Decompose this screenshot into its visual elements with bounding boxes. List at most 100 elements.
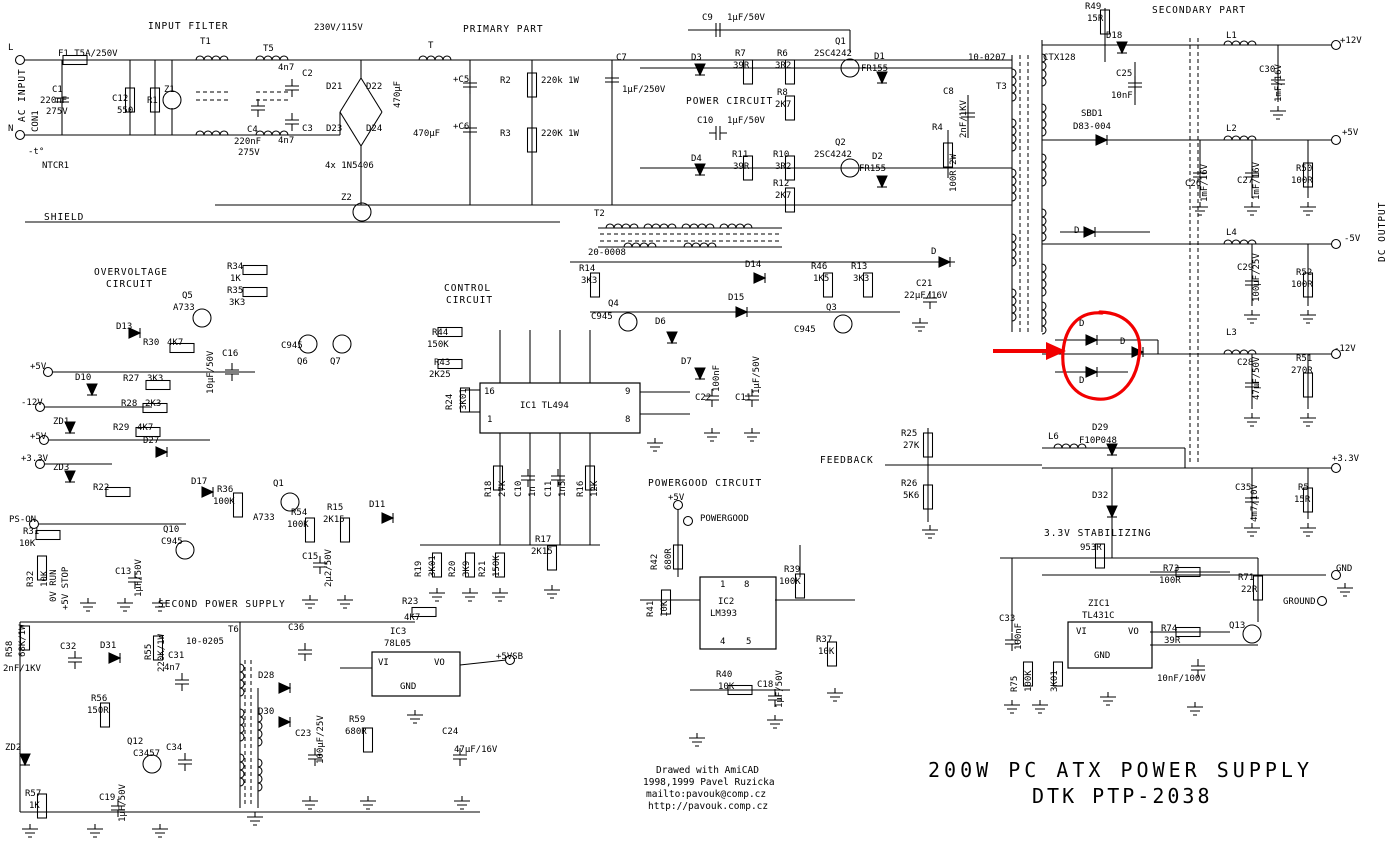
label-680r: 680R — [345, 727, 367, 737]
label-22-f-16v: 22µF/16V — [904, 291, 948, 301]
label-c11: C11 — [735, 393, 752, 403]
label-+c5: +C5 — [453, 75, 470, 85]
label-+5v: +5V — [30, 432, 47, 442]
label-t6: T6 — [228, 625, 239, 635]
label-input-filter: INPUT FILTER — [148, 21, 229, 32]
label-con1: CON1 — [31, 110, 41, 132]
label-zd3: ZD3 — [53, 463, 70, 473]
label-zd2: ZD2 — [5, 743, 22, 753]
ic-boxes-layer — [371, 382, 1153, 697]
label-15r: 15R — [1294, 495, 1311, 505]
label-d3: D3 — [691, 53, 702, 63]
label-r46: R46 — [811, 262, 828, 272]
label-r56: R56 — [91, 694, 108, 704]
label-r51: R51 — [1296, 354, 1313, 364]
label-3r2: 3R2 — [775, 61, 792, 71]
schematic-title-line2: DTK PTP-2038 — [1032, 784, 1213, 808]
label-r13: R13 — [851, 262, 868, 272]
label-d83-004: D83-004 — [1073, 122, 1111, 132]
label-control: CONTROL — [444, 283, 492, 294]
label-100k: 100K — [287, 520, 309, 530]
label-q13: Q13 — [1229, 621, 1246, 631]
label-t2: T2 — [594, 209, 605, 219]
label-8: 8 — [744, 580, 750, 590]
label-c945: C945 — [281, 341, 303, 351]
label-3k01: 3K01 — [428, 555, 438, 577]
label-r42: R42 — [650, 553, 660, 570]
label-c945: C945 — [161, 537, 183, 547]
label-1k: 1K — [230, 274, 241, 284]
label-100k: 100K — [1024, 670, 1034, 692]
label-953r: 953R — [1080, 543, 1102, 553]
label-4n7: 4n7 — [164, 663, 181, 673]
label-c18: C18 — [757, 680, 774, 690]
label-d: D — [1120, 337, 1126, 347]
label-100k: 100K — [779, 577, 801, 587]
label-1n5: 1n5 — [558, 480, 568, 497]
label-d28: D28 — [258, 671, 275, 681]
label-10k: 10K — [718, 682, 735, 692]
label-c15: C15 — [302, 552, 319, 562]
label-1-f-50v: 1µF/50V — [775, 670, 785, 708]
label-1-f-50v: 1µF/50V — [118, 784, 128, 822]
label-lm393: LM393 — [710, 609, 738, 619]
schematic-title-line1: 200W PC ATX POWER SUPPLY — [928, 758, 1313, 782]
label-r1: R1 — [147, 96, 158, 106]
label-ic3: IC3 — [390, 627, 407, 637]
label-1-f-50v: 1µF/50V — [727, 116, 765, 126]
label-550: 550 — [117, 106, 134, 116]
label-circuit: CIRCUIT — [446, 295, 494, 306]
label-fr155: FR155 — [859, 164, 887, 174]
label-d: D — [931, 247, 937, 257]
label-r2: R2 — [500, 76, 511, 86]
label-r4: R4 — [932, 123, 943, 133]
label-12k: 12K — [590, 480, 600, 497]
label-+3.3v: +3.3V — [1332, 454, 1360, 464]
label-d29: D29 — [1092, 423, 1109, 433]
label-c3: C3 — [302, 124, 313, 134]
label-5k6: 5K6 — [903, 491, 920, 501]
label-275v: 275V — [46, 107, 68, 117]
label-r49: R49 — [1085, 2, 1102, 12]
label-powergood: POWERGOOD — [700, 514, 749, 524]
label-r16: R16 — [576, 480, 586, 497]
label-r3: R3 — [500, 129, 511, 139]
label-8: 8 — [625, 415, 631, 425]
label-1n: 1n — [528, 486, 538, 497]
label-3k3: 3K3 — [229, 298, 246, 308]
label-l6: L6 — [1048, 432, 1059, 442]
label-10k: 10K — [19, 539, 36, 549]
label-c9: C9 — [702, 13, 713, 23]
label-220nf: 220nF — [234, 137, 262, 147]
label-c35: C35 — [1235, 483, 1252, 493]
label-r24: R24 — [445, 393, 455, 410]
label-primary-part: PRIMARY PART — [463, 24, 544, 35]
label-+5v: +5V — [668, 493, 685, 503]
label-r73: R73 — [1163, 564, 1180, 574]
label-r15: R15 — [327, 503, 344, 513]
label-d30: D30 — [258, 707, 275, 717]
label-1-f-250v: 1µF/250V — [622, 85, 666, 95]
label-2k15: 2K15 — [531, 547, 553, 557]
label-+5vsb: +5VSB — [496, 652, 524, 662]
label-a733: A733 — [173, 303, 195, 313]
label-20-0008: 20-0008 — [588, 248, 626, 258]
label-r12: R12 — [773, 179, 790, 189]
label-4x-1n5406: 4x 1N5406 — [325, 161, 374, 171]
label-r26: R26 — [901, 479, 918, 489]
label-c21: C21 — [916, 279, 933, 289]
label-d7: D7 — [681, 357, 692, 367]
label-gnd: GND — [1094, 651, 1111, 661]
label-680r: 680R — [664, 548, 674, 570]
label-r11: R11 — [732, 150, 749, 160]
label-r5: R5 — [1298, 483, 1309, 493]
label-ic1-tl494: IC1 TL494 — [520, 401, 569, 411]
label-r44: R44 — [432, 328, 449, 338]
label-r36: R36 — [217, 485, 234, 495]
label-275v: 275V — [238, 148, 260, 158]
label-2k7: 2K7 — [775, 100, 792, 110]
label-2k25: 2K25 — [429, 370, 451, 380]
label-d13: D13 — [116, 322, 133, 332]
label-c1: C1 — [52, 85, 63, 95]
